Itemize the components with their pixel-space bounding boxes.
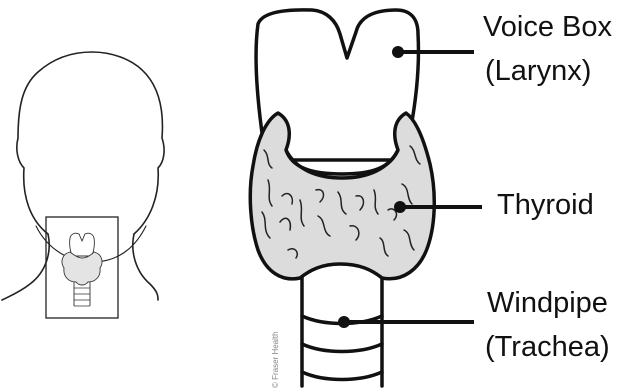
voice-box-label: Voice Box: [483, 10, 612, 44]
larynx-label: (Larynx): [485, 54, 591, 88]
thyroid-dot: [394, 201, 406, 213]
trachea-label: (Trachea): [485, 330, 610, 364]
copyright-credit: © Fraser Health: [271, 331, 280, 388]
thyroid-label: Thyroid: [497, 188, 594, 222]
windpipe-dot: [338, 316, 350, 328]
windpipe-label: Windpipe: [487, 286, 608, 320]
mini-thyroid-illustration: [62, 233, 102, 306]
voice-box-dot: [392, 46, 404, 58]
